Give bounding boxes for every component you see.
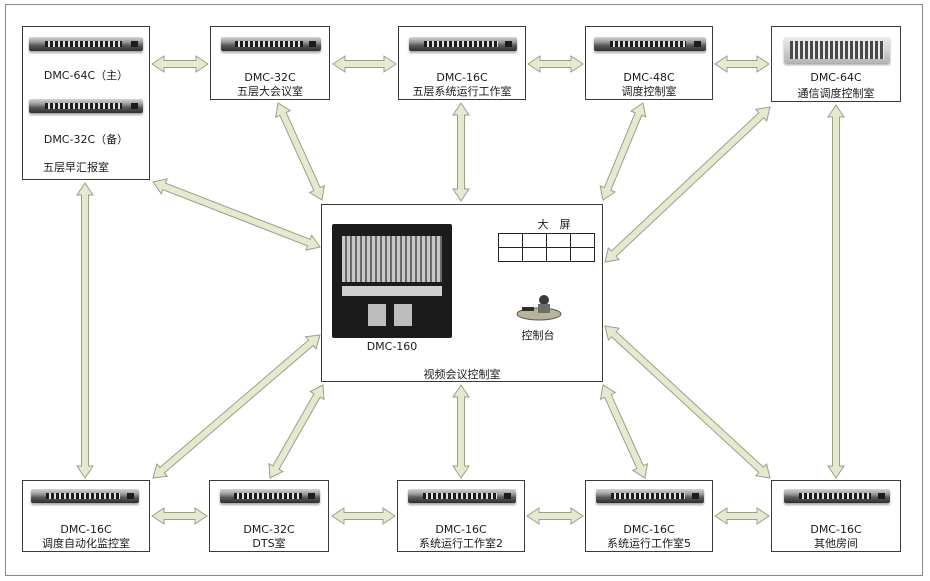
- bidirectional-arrow-13: [599, 102, 647, 201]
- rack-switch-icon: [220, 489, 320, 503]
- node-dispatch-control-room: DMC-48C 调度控制室: [585, 26, 713, 100]
- rack-switch-icon: [596, 489, 704, 503]
- device-label: DMC-16C: [810, 523, 862, 536]
- bidirectional-arrow-17: [268, 384, 325, 479]
- bidirectional-arrow-2: [332, 55, 397, 73]
- device-label: DMC-32C: [244, 71, 296, 84]
- device-label: DMC-16C: [436, 71, 488, 84]
- chassis-device-label: DMC-160: [366, 340, 418, 353]
- node-dts-room: DMC-32C DTS室: [209, 480, 329, 552]
- node-comm-dispatch-room: DMC-64C 通信调度控制室: [771, 26, 901, 102]
- device-label: DMC-64C: [810, 71, 862, 84]
- node-operation-workroom-5: DMC-16C 系统运行工作室5: [585, 480, 713, 552]
- big-screen-title: 大 屏: [537, 218, 571, 231]
- console-label: 控制台: [521, 329, 555, 342]
- bidirectional-arrow-4: [714, 55, 770, 73]
- device-label: DMC-48C: [623, 71, 675, 84]
- bidirectional-arrow-7: [526, 507, 584, 525]
- device-label: DMC-32C: [243, 523, 295, 536]
- bidirectional-arrow-10: [827, 104, 845, 479]
- bidirectional-arrow-9: [76, 182, 94, 479]
- device-label: DMC-16C: [435, 523, 487, 536]
- bidirectional-arrow-11: [275, 102, 325, 201]
- rack-switch-icon: [784, 37, 890, 63]
- bidirectional-arrow-16: [152, 334, 321, 479]
- bidirectional-arrow-18: [452, 384, 470, 479]
- bidirectional-arrow-1: [151, 55, 209, 73]
- bidirectional-arrow-8: [714, 507, 770, 525]
- rack-switch-icon: [409, 37, 517, 51]
- device-label: DMC-32C（备）: [43, 133, 129, 146]
- bidirectional-arrow-6: [331, 507, 396, 525]
- center-room-label: 视频会议控制室: [423, 368, 501, 381]
- operator-desk-icon: [516, 295, 562, 321]
- bidirectional-arrow-5: [151, 507, 208, 525]
- room-label: 调度自动化监控室: [42, 537, 130, 550]
- room-label: 系统运行工作室2: [419, 537, 503, 550]
- device-label: DMC-16C: [60, 523, 112, 536]
- node-other-rooms: DMC-16C 其他房间: [771, 480, 901, 552]
- bidirectional-arrow-3: [527, 55, 584, 73]
- node-morning-report-room: DMC-64C（主） DMC-32C（备） 五层早汇报室: [22, 26, 150, 180]
- room-label: DTS室: [252, 537, 286, 550]
- device-label: DMC-64C（主）: [43, 69, 129, 82]
- rack-switch-icon: [29, 99, 143, 113]
- room-label: 其他房间: [814, 537, 858, 550]
- node-automation-monitor-room: DMC-16C 调度自动化监控室: [22, 480, 150, 552]
- room-label: 五层系统运行工作室: [412, 85, 512, 98]
- node-operation-workroom: DMC-16C 五层系统运行工作室: [398, 26, 526, 100]
- rack-switch-icon: [408, 489, 516, 503]
- rack-switch-icon: [31, 489, 139, 503]
- bidirectional-arrow-19: [599, 384, 649, 479]
- bidirectional-arrow-20: [604, 325, 771, 479]
- node-large-meeting-room: DMC-32C 五层大会议室: [210, 26, 330, 100]
- room-label: 通信调度控制室: [797, 87, 875, 100]
- node-operation-workroom-2: DMC-16C 系统运行工作室2: [397, 480, 525, 552]
- rack-switch-icon: [594, 37, 706, 51]
- bidirectional-arrow-15: [152, 178, 321, 251]
- bidirectional-arrow-14: [604, 106, 771, 263]
- big-screen-icon: [498, 233, 595, 262]
- rack-switch-icon: [221, 37, 321, 51]
- room-label: 五层早汇报室: [43, 161, 109, 174]
- room-label: 系统运行工作室5: [607, 537, 691, 550]
- bidirectional-arrow-12: [452, 102, 470, 202]
- room-label: 五层大会议室: [237, 85, 303, 98]
- rack-switch-icon: [784, 489, 890, 503]
- room-label: 调度控制室: [621, 85, 677, 98]
- diagram-frame: [5, 4, 923, 576]
- device-label: DMC-16C: [623, 523, 675, 536]
- matrix-chassis-icon: [332, 224, 452, 338]
- rack-switch-icon: [29, 37, 143, 51]
